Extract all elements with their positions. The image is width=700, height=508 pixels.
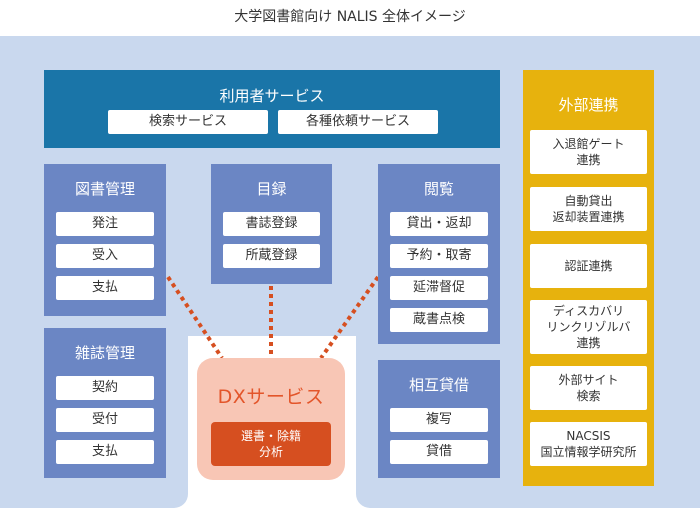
- external-item-nacsis: NACSIS 国立情報学研究所: [530, 422, 647, 466]
- serials-item-contract: 契約: [56, 376, 154, 400]
- connector-circulation-dx: [319, 275, 380, 360]
- circulation-title: 閲覧: [423, 180, 454, 198]
- external-integration-block: 外部連携 入退館ゲート 連携 自動貸出 返却装置連携 認証連携 ディスカバリ リ…: [523, 70, 654, 486]
- circulation-item-reserve: 予約・取寄: [390, 244, 488, 268]
- diagram-title: 大学図書館向け NALIS 全体イメージ: [234, 9, 466, 25]
- serials-item-payment: 支払: [56, 440, 154, 464]
- request-service-item: 各種依頼サービス: [278, 110, 438, 134]
- external-item-gate: 入退館ゲート 連携: [530, 130, 647, 174]
- user-services-title: 利用者サービス: [219, 87, 325, 105]
- circulation-module: 閲覧 貸出・返却 予約・取寄 延滞督促 蔵書点検: [378, 164, 500, 344]
- catalog-module: 目録 書誌登録 所蔵登録: [211, 164, 332, 284]
- external-item-auth: 認証連携: [530, 244, 647, 288]
- ill-module: 相互貸借 複写 貸借: [378, 360, 500, 478]
- circulation-item-overdue: 延滞督促: [390, 276, 488, 300]
- dx-services-title: DXサービス: [217, 386, 325, 408]
- ill-item-copy: 複写: [390, 408, 488, 432]
- acquisition-item-payment: 支払: [56, 276, 154, 300]
- external-item-self-checkout: 自動貸出 返却装置連携: [530, 187, 647, 231]
- external-title: 外部連携: [558, 96, 619, 114]
- catalog-item-bib: 書誌登録: [223, 212, 320, 236]
- dx-analysis-item: 選書・除籍 分析: [211, 422, 331, 466]
- acquisition-module: 図書管理 発注 受入 支払: [44, 164, 166, 316]
- acquisition-item-order: 発注: [56, 212, 154, 236]
- connector-acquisition-dx: [166, 275, 224, 360]
- acquisition-title: 図書管理: [74, 180, 135, 198]
- ill-item-loan: 貸借: [390, 440, 488, 464]
- search-service-item: 検索サービス: [108, 110, 268, 134]
- ill-title: 相互貸借: [408, 376, 469, 394]
- circulation-item-inventory: 蔵書点検: [390, 308, 488, 332]
- external-item-discovery: ディスカバリ リンクリゾルバ 連携: [530, 300, 647, 354]
- dx-services-block: DXサービス 選書・除籍 分析: [197, 358, 345, 480]
- catalog-title: 目録: [256, 180, 287, 198]
- serials-module: 雑誌管理 契約 受付 支払: [44, 328, 166, 478]
- user-services-block: 利用者サービス 検索サービス 各種依頼サービス: [44, 70, 500, 148]
- circulation-item-loan: 貸出・返却: [390, 212, 488, 236]
- acquisition-item-receive: 受入: [56, 244, 154, 268]
- serials-item-checkin: 受付: [56, 408, 154, 432]
- serials-title: 雑誌管理: [74, 344, 135, 362]
- catalog-item-holdings: 所蔵登録: [223, 244, 320, 268]
- external-item-external-search: 外部サイト 検索: [530, 366, 647, 410]
